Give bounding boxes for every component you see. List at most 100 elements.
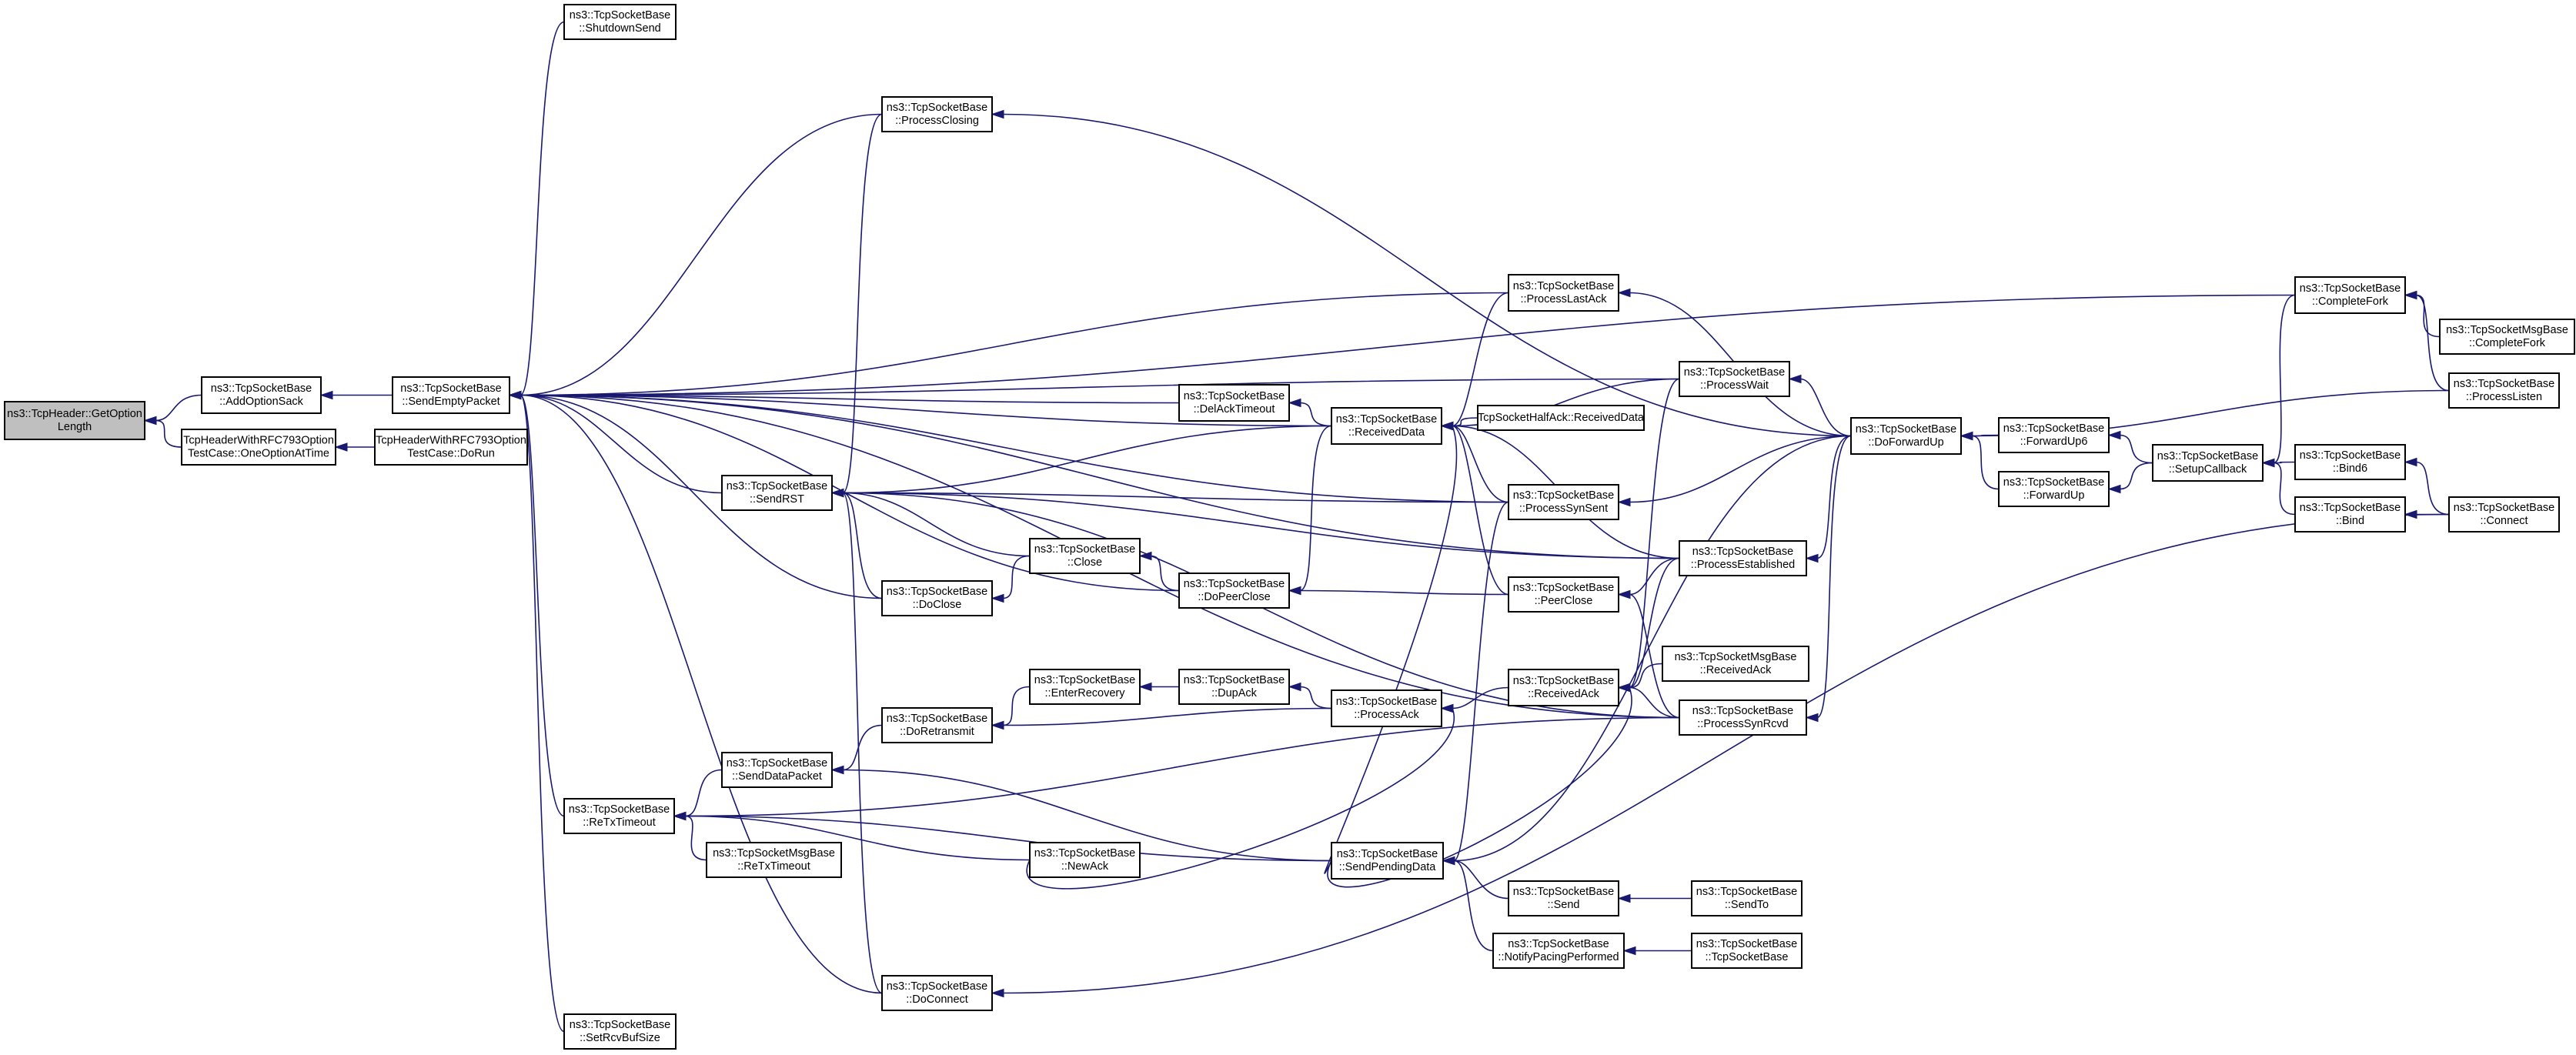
edge-line bbox=[2119, 434, 2153, 464]
node-setup-callback[interactable]: ns3::TcpSocketBase::SetupCallback bbox=[2152, 444, 2264, 482]
edge-line bbox=[520, 292, 1509, 396]
arrowhead-icon bbox=[830, 488, 844, 498]
node-shutdown-send[interactable]: ns3::TcpSocketBase::ShutdownSend bbox=[563, 4, 677, 40]
node-label-line: ::DoConnect bbox=[906, 993, 968, 1006]
node-process-syn-sent[interactable]: ns3::TcpSocketBase::ProcessSynSent bbox=[1508, 484, 1619, 520]
node-bind[interactable]: ns3::TcpSocketBase::Bind bbox=[2294, 496, 2406, 533]
node-peer-close[interactable]: ns3::TcpSocketBase::PeerClose bbox=[1508, 576, 1619, 613]
node-label-line: ns3::TcpSocketBase bbox=[2300, 502, 2401, 514]
node-new-ack[interactable]: ns3::TcpSocketBase::NewAck bbox=[1029, 842, 1141, 878]
node-box bbox=[2294, 444, 2406, 480]
edge-line bbox=[2415, 294, 2441, 338]
node-re-tx-timeout[interactable]: ns3::TcpSocketBase::ReTxTimeout bbox=[563, 798, 675, 834]
edge-line bbox=[1002, 113, 1852, 437]
node-msg-complete-fork[interactable]: ns3::TcpSocketMsgBase::CompleteFork bbox=[2439, 319, 2575, 355]
node-notify-pacing[interactable]: ns3::TcpSocketBase::NotifyPacingPerforme… bbox=[1492, 933, 1625, 969]
node-bind6[interactable]: ns3::TcpSocketBase::Bind6 bbox=[2294, 444, 2406, 480]
node-label-line: ::AddOptionSack bbox=[219, 396, 304, 408]
node-send[interactable]: ns3::TcpSocketBase::Send bbox=[1508, 880, 1619, 916]
node-box bbox=[881, 707, 993, 743]
edge-complete-fork-to-setup-callback bbox=[2261, 294, 2296, 468]
edge-line bbox=[2415, 461, 2450, 516]
edge-received-data-to-do-peer-close bbox=[1288, 425, 1332, 596]
node-process-established[interactable]: ns3::TcpSocketBase::ProcessEstablished bbox=[1679, 540, 1807, 576]
edge-line bbox=[520, 394, 1680, 559]
arrowhead-icon bbox=[991, 109, 1004, 119]
node-connect[interactable]: ns3::TcpSocketBase::Connect bbox=[2448, 496, 2560, 533]
node-one-option-at-time[interactable]: TcpHeaderWithRFC793OptionTestCase::OneOp… bbox=[181, 429, 336, 466]
edge-line bbox=[520, 394, 1332, 427]
edge-enter-recovery-to-do-retransmit bbox=[991, 686, 1031, 730]
node-tcp-socket-base-ctor[interactable]: ns3::TcpSocketBase::TcpSocketBase bbox=[1691, 933, 1803, 969]
edge-do-close-to-send-rst bbox=[830, 488, 883, 599]
edge-line bbox=[1799, 378, 1852, 437]
node-do-peer-close[interactable]: ns3::TcpSocketBase::DoPeerClose bbox=[1178, 573, 1290, 609]
node-box bbox=[1029, 842, 1141, 878]
node-label-line: ::CompleteFork bbox=[2312, 295, 2389, 308]
node-add-option-sack[interactable]: ns3::TcpSocketBase::AddOptionSack bbox=[201, 376, 322, 414]
edge-line bbox=[684, 815, 1031, 861]
node-send-pending-data[interactable]: ns3::TcpSocketBase::SendPendingData bbox=[1331, 842, 1444, 880]
node-del-ack-timeout[interactable]: ns3::TcpSocketBase::DelAckTimeout bbox=[1178, 384, 1290, 422]
node-received-ack[interactable]: ns3::TcpSocketBase::ReceivedAck bbox=[1508, 669, 1619, 706]
node-label-line: ::ProcessLastAck bbox=[1520, 293, 1607, 305]
node-box bbox=[1029, 538, 1141, 574]
node-complete-fork[interactable]: ns3::TcpSocketBase::CompleteFork bbox=[2294, 276, 2406, 314]
node-forward-up6[interactable]: ns3::TcpSocketBase::ForwardUp6 bbox=[1998, 417, 2110, 453]
node-label-line: ::NewAck bbox=[1061, 860, 1109, 873]
arrowhead-icon bbox=[319, 390, 333, 400]
node-box bbox=[706, 842, 842, 878]
node-received-data[interactable]: ns3::TcpSocketBase::ReceivedData bbox=[1331, 407, 1442, 445]
node-msg-re-tx-timeout[interactable]: ns3::TcpSocketMsgBase::ReTxTimeout bbox=[706, 842, 842, 878]
node-dup-ack[interactable]: ns3::TcpSocketBase::DupAck bbox=[1178, 669, 1290, 705]
node-send-data-packet[interactable]: ns3::TcpSocketBase::SendDataPacket bbox=[721, 752, 833, 788]
edge-received-data-to-send-rst bbox=[830, 425, 1332, 498]
node-forward-up[interactable]: ns3::TcpSocketBase::ForwardUp bbox=[1998, 471, 2110, 507]
node-box bbox=[1508, 576, 1619, 613]
node-do-retransmit[interactable]: ns3::TcpSocketBase::DoRetransmit bbox=[881, 707, 993, 743]
edge-line bbox=[1453, 860, 1494, 952]
node-close[interactable]: ns3::TcpSocketBase::Close bbox=[1029, 538, 1141, 574]
arrowhead-icon bbox=[2404, 457, 2417, 467]
edge-line bbox=[842, 724, 883, 771]
node-label-line: ::DupAck bbox=[1211, 687, 1258, 699]
edge-line bbox=[520, 394, 723, 494]
edge-line bbox=[1452, 292, 1509, 427]
arrowhead-icon bbox=[1617, 589, 1631, 599]
node-process-last-ack[interactable]: ns3::TcpSocketBase::ProcessLastAck bbox=[1508, 274, 1619, 312]
node-do-forward-up[interactable]: ns3::TcpSocketBase::DoForwardUp bbox=[1850, 417, 1962, 455]
node-do-connect[interactable]: ns3::TcpSocketBase::DoConnect bbox=[881, 975, 993, 1011]
node-box bbox=[881, 96, 993, 132]
node-half-ack-received-data[interactable]: TcpSocketHalfAck::ReceivedData bbox=[1477, 405, 1645, 431]
node-do-close[interactable]: ns3::TcpSocketBase::DoClose bbox=[881, 580, 993, 616]
edge-line bbox=[520, 394, 565, 817]
node-msg-received-ack[interactable]: ns3::TcpSocketMsgBase::ReceivedAck bbox=[1662, 646, 1809, 682]
node-label-line: ns3::TcpSocketBase bbox=[1513, 886, 1614, 898]
edge-line bbox=[1816, 435, 1852, 559]
edge-line bbox=[842, 492, 1031, 557]
node-process-wait[interactable]: ns3::TcpSocketBase::ProcessWait bbox=[1679, 361, 1790, 397]
node-send-empty-packet[interactable]: ns3::TcpSocketBase::SendEmptyPacket bbox=[392, 376, 510, 414]
edge-process-closing-to-send-empty-packet bbox=[508, 113, 883, 400]
arrowhead-icon bbox=[991, 720, 1004, 730]
node-box bbox=[2448, 496, 2560, 533]
node-label-line: ns3::TcpSocketBase bbox=[211, 382, 312, 395]
node-set-rcv-buf-size[interactable]: ns3::TcpSocketBase::SetRcvBufSize bbox=[563, 1013, 677, 1050]
node-process-closing[interactable]: ns3::TcpSocketBase::ProcessClosing bbox=[881, 96, 993, 132]
node-box bbox=[881, 580, 993, 616]
node-enter-recovery[interactable]: ns3::TcpSocketBase::EnterRecovery bbox=[1029, 669, 1141, 705]
node-send-to[interactable]: ns3::TcpSocketBase::SendTo bbox=[1691, 880, 1803, 916]
node-box bbox=[1331, 407, 1442, 445]
node-process-listen[interactable]: ns3::TcpSocketBase::ProcessListen bbox=[2448, 372, 2560, 409]
node-send-rst[interactable]: ns3::TcpSocketBase::SendRST bbox=[721, 475, 833, 511]
node-process-syn-rcvd[interactable]: ns3::TcpSocketBase::ProcessSynRcvd bbox=[1679, 699, 1807, 736]
edge-forward-up-to-do-forward-up bbox=[1960, 431, 2000, 490]
node-label-line: ns3::TcpSocketBase bbox=[2003, 422, 2104, 435]
edge-process-ack-to-dup-ack bbox=[1288, 682, 1332, 709]
edge-notify-pacing-to-send-pending-data bbox=[1442, 856, 1494, 952]
node-process-ack[interactable]: ns3::TcpSocketBase::ProcessAck bbox=[1331, 689, 1442, 727]
edge-do-retransmit-to-send-data-packet bbox=[830, 724, 883, 775]
node-box bbox=[181, 429, 336, 466]
